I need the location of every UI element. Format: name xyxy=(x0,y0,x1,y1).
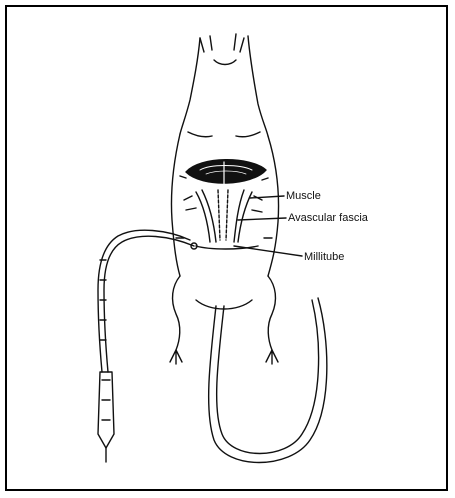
label-muscle: Muscle xyxy=(286,191,321,202)
rat-hind-legs xyxy=(170,276,278,364)
rat-body xyxy=(171,132,278,276)
label-millitube: Millitube xyxy=(304,252,344,263)
rat-head xyxy=(180,34,268,136)
incision-opening xyxy=(186,160,266,184)
muscle-fibers xyxy=(196,190,252,242)
leader-lines xyxy=(234,196,302,256)
needle xyxy=(98,372,114,462)
label-avascular-fascia: Avascular fascia xyxy=(288,213,368,224)
external-tubing xyxy=(98,230,194,372)
rat-tail xyxy=(209,298,327,463)
